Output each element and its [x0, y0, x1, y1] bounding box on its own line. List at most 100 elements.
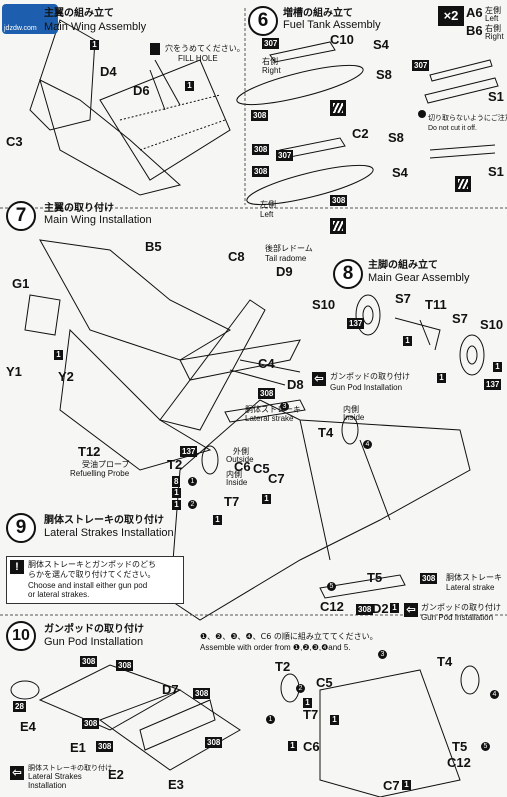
label-y1: Y1: [6, 364, 22, 379]
step-circle-2: 2: [296, 684, 305, 693]
paint-307: 307: [262, 38, 280, 49]
paint-137: 137: [484, 379, 502, 390]
left-jp-small: 左側: [485, 6, 501, 15]
step6-title-jp: 増槽の組み立て: [283, 8, 353, 19]
label-t7: T7: [224, 494, 240, 509]
choose-note-jp1: 胴体ストレーキとガンポッドのどち: [28, 560, 156, 569]
right-en-small: Right: [485, 32, 504, 41]
label-s7: S7: [395, 291, 411, 306]
paint-307: 307: [276, 150, 294, 161]
paint-307: 307: [412, 60, 430, 71]
arrow-icon: ⇦: [312, 372, 326, 386]
main-wing: [39, 239, 232, 361]
lateral-install-en2: Installation: [28, 781, 67, 790]
step-circle-4: 4: [490, 690, 499, 699]
label-c5: C5: [253, 461, 270, 476]
paint-308: 308: [80, 656, 98, 667]
marker-1: 1: [493, 362, 502, 372]
fill-hole-en: FILL HOLE: [178, 54, 218, 63]
label-c4: C4: [258, 356, 275, 371]
paint-8: 8: [172, 476, 181, 487]
marker-1: 1: [172, 500, 181, 510]
wing-part-d6: [99, 59, 231, 181]
paint-308: 308: [420, 573, 438, 584]
step7-number: 7: [6, 201, 36, 231]
label-s4: S4: [392, 165, 408, 180]
label-t12: T12: [78, 444, 101, 459]
step8-title-jp: 主脚の組み立て: [368, 260, 438, 271]
label-e3: E3: [168, 777, 184, 792]
step8-number: 8: [333, 259, 363, 289]
arrow-icon: ⇦: [404, 603, 418, 617]
step5-title-jp: 主翼の組み立て: [44, 8, 114, 19]
cut-warning-icon: [418, 110, 426, 118]
label-d6: D6: [133, 83, 150, 98]
label-t2: T2: [167, 457, 183, 472]
paint-308: 308: [82, 718, 100, 729]
step-circle-1: 1: [188, 477, 197, 486]
label-t4: T4: [318, 425, 334, 440]
wheel-right: [459, 334, 485, 376]
paint-308: 308: [96, 741, 114, 752]
label-d8: D8: [287, 377, 304, 392]
marker-1: 1: [403, 336, 412, 346]
label-c12: C12: [320, 599, 344, 614]
choose-note-en1: Choose and install either gun pod: [28, 581, 148, 590]
label-g1: G1: [12, 276, 30, 291]
label-b5: B5: [145, 239, 162, 254]
step7-title-jp: 主翼の取り付け: [44, 203, 114, 214]
label-c12: C12: [447, 755, 471, 770]
label-t5: T5: [452, 739, 468, 754]
paint-137: 137: [180, 446, 198, 457]
tail-radome-en: Tail radome: [265, 254, 307, 263]
label-d7: D7: [162, 682, 179, 697]
label-t4: T4: [437, 654, 453, 669]
step-circle-5: 5: [327, 582, 336, 591]
lateral-strake-jp: 胴体ストレーキ: [245, 405, 301, 414]
step-circle-1: 1: [266, 715, 275, 724]
fuselage-front: [59, 328, 212, 471]
step6-title-en: Fuel Tank Assembly: [283, 19, 381, 31]
cement-icon: [330, 100, 346, 116]
label-c6: C6: [234, 459, 251, 474]
label-s8: S8: [376, 67, 392, 82]
cement-icon: [455, 176, 471, 192]
label-s1: S1: [488, 89, 504, 104]
label-c6: C6: [303, 739, 320, 754]
label-s4: S4: [373, 37, 389, 52]
wing-part-d4: [29, 19, 96, 131]
paint-28: 28: [13, 701, 26, 712]
right-jp: 右側: [262, 57, 278, 66]
label-e1: E1: [70, 740, 86, 755]
label-y2: Y2: [58, 369, 74, 384]
label-c7: C7: [268, 471, 285, 486]
label-s10: S10: [312, 297, 336, 312]
cut-note-en: Do not cut it off.: [428, 125, 477, 132]
refuel-probe-jp: 受油プローブ: [82, 460, 130, 469]
assembly-order-en: Assemble with order from ❶,❷,❸,❹and 5.: [200, 643, 351, 652]
wing-part-c3: [39, 79, 182, 196]
fuel-tank-right: [236, 64, 364, 106]
outside-en: Outside: [226, 455, 254, 464]
lateral-install-en1: Lateral Strakes: [28, 772, 82, 781]
tail-radome-jp: 後部レドーム: [265, 244, 313, 253]
left-jp: 左側: [260, 200, 276, 209]
label-e2: E2: [108, 767, 124, 782]
choose-note-jp2: らかを選んで取り付けてください。: [28, 570, 156, 579]
label-t5: T5: [367, 570, 383, 585]
marker-1: 1: [437, 373, 446, 383]
lateral-install-jp: 胴体ストレーキの取り付け: [28, 764, 112, 772]
strake-d2: [319, 574, 406, 599]
inside-en: Inside: [226, 478, 248, 487]
paint-308: 308: [252, 144, 270, 155]
inside-jp: 内側: [226, 470, 242, 479]
marker-1: 1: [402, 780, 411, 790]
paint-308: 308: [205, 737, 223, 748]
pylon-a6: [429, 59, 493, 82]
step9-title-jp: 胴体ストレーキの取り付け: [44, 515, 164, 526]
lateral-strake-en: Lateral strake: [245, 414, 294, 423]
fill-hole-jp: 穴をうめてください。: [165, 44, 245, 53]
label-c3: C3: [6, 134, 23, 149]
gunpod-note-en: Gun Pod Installation: [421, 613, 494, 622]
step10-title-jp: ガンポッドの取り付け: [44, 624, 144, 635]
